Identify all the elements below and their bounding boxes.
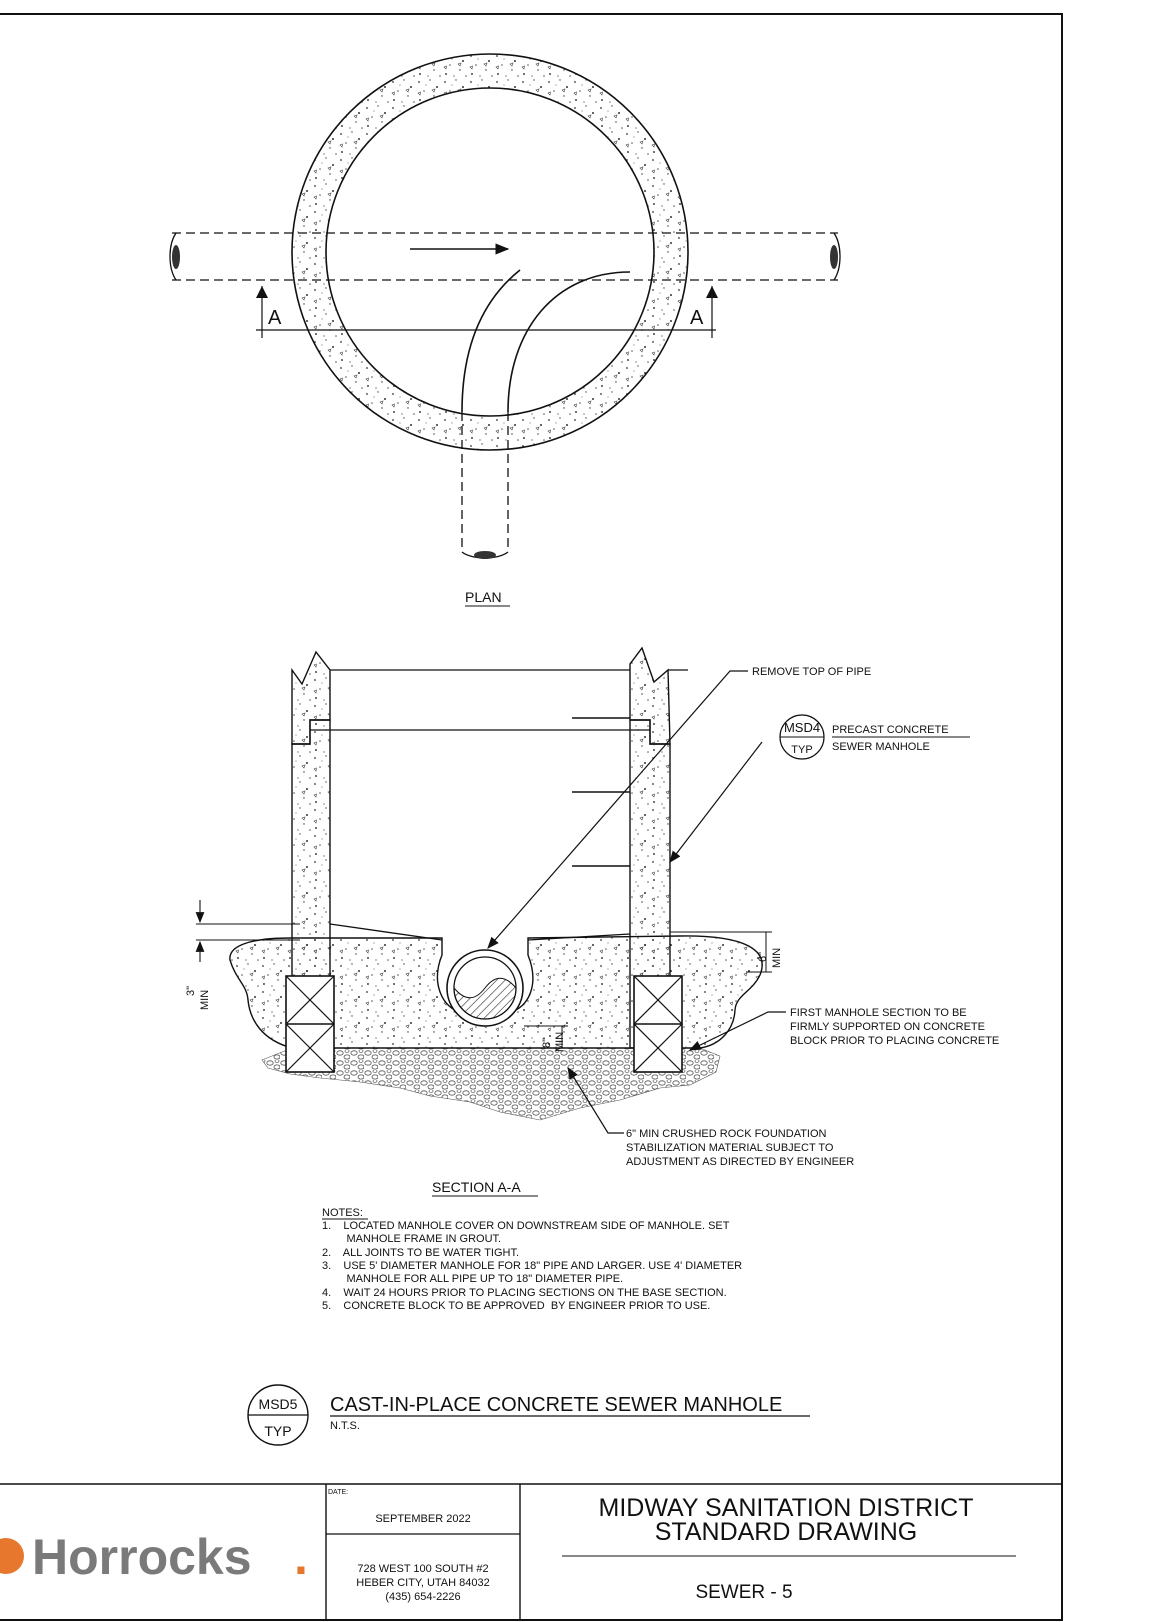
- title-block: Horrocks . DATE: SEPTEMBER 2022 728 WEST…: [0, 1483, 1062, 1620]
- callout-remove-top: REMOVE TOP OF PIPE: [752, 666, 871, 678]
- pipe-end-right: [830, 245, 838, 269]
- dim-pipe-min: MIN: [554, 1032, 566, 1052]
- address-line2: HEBER CITY, UTAH 84032: [356, 1577, 489, 1589]
- detail-scale: N.T.S.: [330, 1420, 360, 1432]
- note-line: MANHOLE FRAME IN GROUT.: [322, 1233, 501, 1245]
- note-line: 2. ALL JOINTS TO BE WATER TIGHT.: [322, 1247, 519, 1259]
- detail-title-block: MSD5 TYP CAST-IN-PLACE CONCRETE SEWER MA…: [247, 1384, 810, 1446]
- bench-right: [527, 933, 631, 941]
- detail-ref-detail: MSD5: [259, 1396, 298, 1412]
- outlet-pipe-end: [474, 551, 496, 559]
- note-line: 3. USE 5' DIAMETER MANHOLE FOR 18" PIPE …: [322, 1260, 742, 1272]
- note-line: MANHOLE FOR ALL PIPE UP TO 18" DIAMETER …: [322, 1273, 623, 1285]
- callout-rock-line3: ADJUSTMENT AS DIRECTED BY ENGINEER: [626, 1156, 854, 1168]
- dim-left-value: 3": [185, 986, 197, 996]
- bench-left: [329, 923, 443, 941]
- horrocks-logo-mark: [0, 1538, 24, 1574]
- callout-first-section-line1: FIRST MANHOLE SECTION TO BE: [790, 1007, 967, 1019]
- concrete-block-right: [633, 975, 683, 1073]
- standard-drawing-label: STANDARD DRAWING: [655, 1518, 918, 1546]
- detail-ref-typ: TYP: [264, 1423, 291, 1439]
- leader-rock: [567, 1066, 624, 1134]
- note-line: 5. CONCRETE BLOCK TO BE APPROVED BY ENGI…: [322, 1300, 710, 1312]
- dimension-left: 3" MIN: [185, 900, 300, 1010]
- plan-view: A A PLAN: [169, 53, 841, 607]
- date-value: SEPTEMBER 2022: [375, 1513, 470, 1525]
- detail-title: CAST-IN-PLACE CONCRETE SEWER MANHOLE: [330, 1394, 782, 1416]
- sheet-number: SEWER - 5: [695, 1582, 792, 1603]
- dim-right-value: 6": [757, 952, 769, 962]
- callout-rock-line1: 6" MIN CRUSHED ROCK FOUNDATION: [626, 1128, 827, 1140]
- company-dot: .: [294, 1529, 308, 1585]
- address-line3: (435) 654-2226: [385, 1591, 460, 1603]
- leader-first-section: [688, 1011, 786, 1051]
- note-line: 1. LOCATED MANHOLE COVER ON DOWNSTREAM S…: [322, 1220, 730, 1232]
- leader-remove-top: [487, 670, 748, 949]
- callout-first-section-line3: BLOCK PRIOR TO PLACING CONCRETE: [790, 1035, 999, 1047]
- section-cut-label-right: A: [690, 307, 704, 329]
- leader-precast: [669, 741, 763, 863]
- notes-block: NOTES: 1. LOCATED MANHOLE COVER ON DOWNS…: [322, 1207, 742, 1312]
- callout-precast-line2: SEWER MANHOLE: [832, 741, 930, 753]
- company-name: Horrocks: [32, 1529, 252, 1585]
- dim-right-min: MIN: [771, 948, 783, 968]
- concrete-block-left: [285, 975, 335, 1073]
- pipe-end-left: [172, 245, 180, 269]
- callout-precast-line1: PRECAST CONCRETE: [832, 724, 949, 736]
- precast-ref-typ: TYP: [791, 744, 812, 756]
- precast-ref-detail: MSD4: [784, 720, 820, 735]
- address-line1: 728 WEST 100 SOUTH #2: [357, 1563, 488, 1575]
- horrocks-logo: Horrocks .: [0, 1529, 308, 1585]
- pipe-break-left: [169, 232, 177, 281]
- crushed-rock-foundation: [261, 1047, 721, 1121]
- manhole-inner-wall: [325, 87, 655, 417]
- note-line: 4. WAIT 24 HOURS PRIOR TO PLACING SECTIO…: [322, 1287, 727, 1299]
- sheet-border: [0, 13, 1063, 1621]
- dimension-pipe: 8" MIN: [524, 1025, 568, 1052]
- callout-rock-line2: STABILIZATION MATERIAL SUBJECT TO: [626, 1142, 834, 1154]
- plan-title: PLAN: [465, 589, 502, 605]
- section-view: REMOVE TOP OF PIPE MSD4 TYP PRECAST CONC…: [185, 646, 999, 1197]
- district-name: MIDWAY SANITATION DISTRICT: [599, 1494, 974, 1522]
- section-cut-left-arrow: [256, 286, 268, 298]
- notes-heading: NOTES:: [322, 1207, 363, 1219]
- channel-right-curve: [507, 271, 631, 413]
- pipe-break-right: [833, 232, 841, 281]
- dimension-right: 6" MIN: [670, 931, 783, 973]
- callout-first-section-line2: FIRMLY SUPPORTED ON CONCRETE: [790, 1021, 985, 1033]
- dim-left-min: MIN: [199, 990, 211, 1010]
- section-cut-label-left: A: [268, 307, 282, 329]
- section-title: SECTION A-A: [432, 1179, 521, 1195]
- section-cut-right-arrow: [706, 286, 718, 298]
- date-label: DATE:: [328, 1489, 348, 1496]
- channel-left-curve: [461, 269, 521, 413]
- dim-pipe-value: 8": [541, 1038, 553, 1048]
- pipe-cross-section: [446, 949, 524, 1027]
